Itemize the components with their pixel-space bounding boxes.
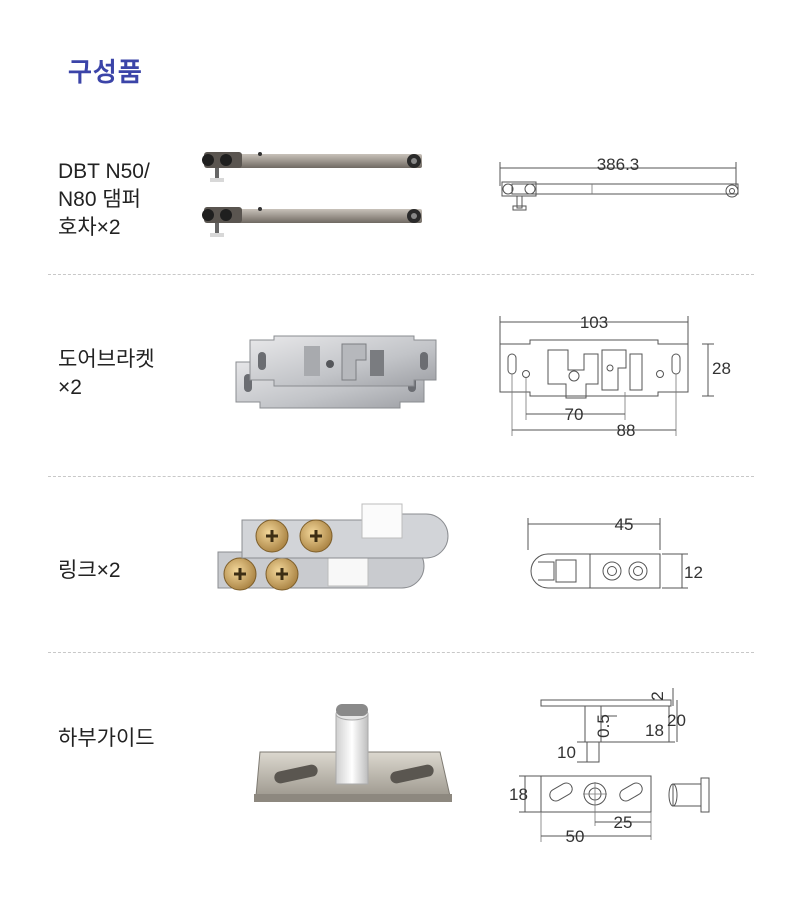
- dim-top: 2: [648, 691, 667, 700]
- door-bracket-photo: [235, 335, 437, 409]
- page-title: 구성품: [68, 57, 143, 87]
- dim-base-w: 50: [566, 827, 585, 846]
- dim-hole-pitch: 70: [565, 405, 584, 424]
- bracket-front: [249, 335, 437, 387]
- link-photo: [217, 503, 449, 591]
- lower-guide-photo: [254, 704, 452, 802]
- damper-unit-top: [202, 152, 422, 182]
- item-label-door-bracket: 도어브라켓 ×2: [58, 348, 155, 399]
- dim-height: 12: [684, 563, 703, 582]
- item-label-link: 링크×2: [58, 559, 121, 582]
- dim-pin: 0.5: [594, 714, 613, 738]
- dim-length: 45: [615, 515, 634, 534]
- dim-width: 103: [580, 313, 608, 332]
- lower-guide-drawing: 2 0.5 18 20 10 18 25 50: [509, 688, 710, 846]
- door-bracket-drawing: 103 28 70 88: [499, 313, 731, 440]
- dim-length: 386.3: [597, 155, 640, 174]
- dim-span: 88: [617, 421, 636, 440]
- separator: [48, 274, 754, 275]
- dim-h1: 18: [645, 721, 664, 740]
- dim-base-h: 18: [509, 785, 528, 804]
- damper-drawing: 386.3: [499, 155, 739, 211]
- link-front: [241, 503, 449, 559]
- item-label-lower-guide: 하부가이드: [58, 727, 155, 750]
- item-label-damper: DBT N50/ N80 댐퍼 호차×2: [58, 160, 150, 239]
- separator: [48, 652, 754, 653]
- dim-center: 25: [614, 813, 633, 832]
- dim-stem: 10: [557, 743, 576, 762]
- link-drawing: 45 12: [527, 515, 703, 589]
- dim-h2: 20: [667, 711, 686, 730]
- damper-photo: [202, 152, 422, 237]
- dim-height: 28: [712, 359, 731, 378]
- separator: [48, 476, 754, 477]
- damper-unit-bottom: [202, 207, 422, 237]
